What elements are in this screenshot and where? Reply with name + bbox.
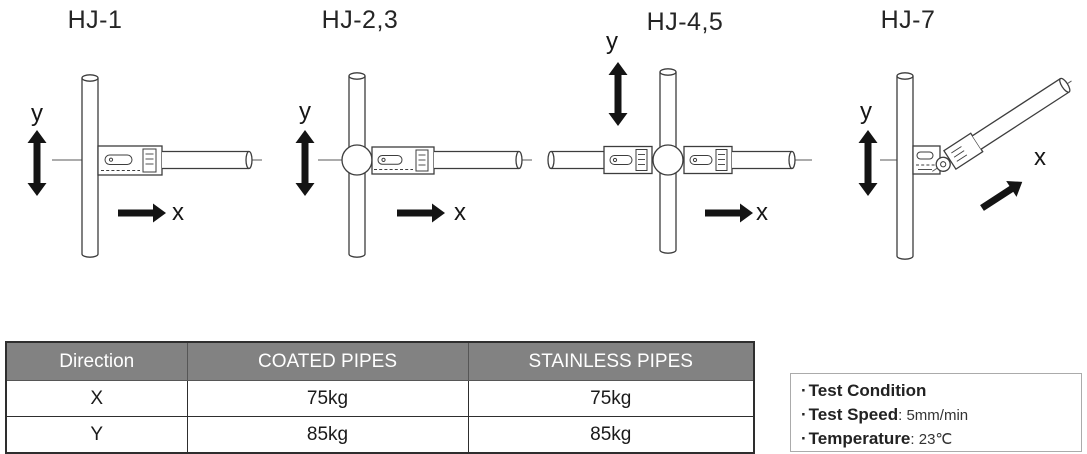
test-condition-box: ·Test Condition ·Test Speed: 5mm/min ·Te… (790, 373, 1082, 452)
cell-direction: Y (5, 416, 188, 454)
header-coated-pipes: COATED PIPES (186, 341, 469, 381)
clamp-ring (341, 144, 373, 176)
strength-table-wrapper: Direction COATED PIPES STAINLESS PIPES X… (5, 341, 755, 454)
y-direction-arrow (27, 130, 47, 196)
right-joint-connector (683, 145, 733, 175)
x-direction-arrow (397, 203, 445, 223)
cell-coated-value: 85kg (186, 416, 469, 454)
figure-hj1: HJ-1 y x (0, 0, 270, 300)
vertical-pipe (896, 72, 914, 260)
figure-hj23: HJ-2,3 y x (270, 0, 540, 300)
y-direction-arrow (295, 130, 315, 196)
bullet: · (801, 428, 807, 448)
y-axis-label: y (299, 98, 311, 125)
temperature-label: Temperature (808, 428, 911, 448)
figure-hj7: HJ-7 y x (820, 0, 1087, 300)
strength-table: Direction COATED PIPES STAINLESS PIPES X… (5, 341, 755, 454)
y-direction-arrow (608, 62, 628, 126)
test-speed-label: Test Speed (808, 404, 899, 424)
y-direction-arrow (858, 130, 878, 196)
figure-title: HJ-1 (67, 6, 123, 34)
joint-connector (97, 145, 163, 176)
y-axis-label: y (606, 28, 618, 55)
figure-title: HJ-7 (880, 6, 936, 34)
y-axis-label: y (31, 100, 43, 127)
hj1-diagram (27, 74, 262, 258)
hj45-diagram (547, 62, 812, 254)
horizontal-pipe (434, 150, 523, 170)
temperature-line: ·Temperature: 23℃ (801, 427, 1071, 451)
figure-hj45: HJ-4,5 y x (540, 0, 820, 300)
test-speed-line: ·Test Speed: 5mm/min (801, 403, 1071, 427)
vertical-pipe (81, 74, 99, 258)
joint-connector (912, 145, 941, 175)
horizontal-pipe (162, 150, 253, 170)
cell-stainless-value: 85kg (467, 416, 755, 454)
x-direction-arrow (118, 203, 166, 223)
table-row-x: X 75kg 75kg (5, 380, 755, 417)
right-horizontal-pipe (732, 150, 796, 170)
clamp-ring (652, 144, 684, 176)
temperature-value: : 23℃ (910, 430, 953, 448)
bullet: · (801, 381, 807, 400)
test-condition-title: ·Test Condition (801, 379, 1071, 403)
x-direction-arrow (980, 180, 1023, 211)
test-speed-value: : 5mm/min (898, 406, 969, 424)
x-axis-label: x (172, 199, 184, 226)
swivel-arm (932, 77, 1072, 172)
hj23-diagram (295, 72, 532, 258)
figure-title: HJ-4,5 (646, 8, 724, 36)
figure-title: HJ-2,3 (321, 6, 399, 34)
bullet: · (801, 404, 807, 424)
x-direction-arrow (705, 203, 753, 223)
left-horizontal-pipe (547, 150, 604, 170)
test-condition-title-text: Test Condition (808, 381, 927, 400)
left-joint-connector (603, 145, 653, 175)
x-axis-label: x (454, 199, 466, 226)
hj7-diagram (858, 72, 1072, 260)
table-row-y: Y 85kg 85kg (5, 416, 755, 454)
header-direction: Direction (5, 341, 188, 381)
y-axis-label: y (860, 98, 872, 125)
x-axis-label: x (1034, 144, 1046, 171)
joint-connector (371, 146, 435, 175)
cell-stainless-value: 75kg (467, 380, 755, 417)
cell-direction: X (5, 380, 188, 417)
cell-coated-value: 75kg (186, 380, 469, 417)
x-axis-label: x (756, 199, 768, 226)
table-header-row: Direction COATED PIPES STAINLESS PIPES (5, 341, 755, 381)
header-stainless-pipes: STAINLESS PIPES (467, 341, 755, 381)
hinge-pin (935, 156, 951, 172)
